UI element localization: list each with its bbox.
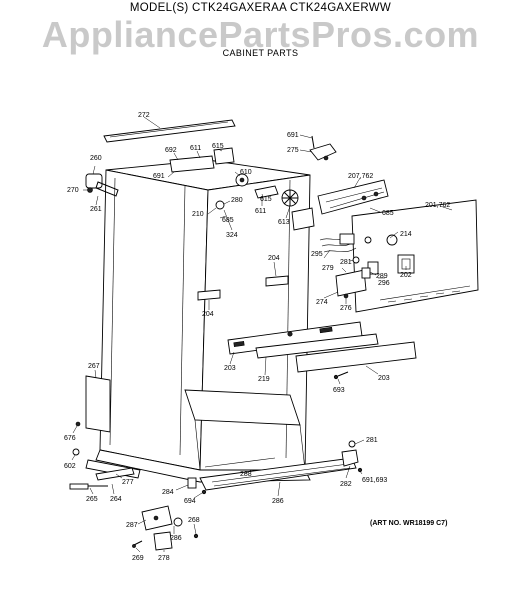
- label-267: 267: [88, 363, 100, 370]
- side-panel-267: [85, 375, 111, 433]
- label-207-762: 207,762: [348, 173, 373, 180]
- grille-assembly: [187, 457, 357, 495]
- label-202: 202: [400, 272, 412, 279]
- screw-693: [337, 371, 349, 377]
- label-693: 693: [333, 387, 345, 394]
- label-295: 295: [311, 251, 323, 258]
- label-265: 265: [86, 496, 98, 503]
- label-270: 270: [67, 187, 79, 194]
- label-694: 694: [184, 498, 196, 505]
- bottom-hinge-left: [132, 505, 199, 551]
- callout-labels: 272 260 270 261 692 611 615 691 610 280 …: [64, 112, 450, 562]
- label-288: 288: [240, 471, 252, 478]
- label-286: 286: [272, 498, 284, 505]
- label-203-b: 203: [378, 375, 390, 382]
- label-219: 219: [258, 376, 270, 383]
- label-691-693: 691,693: [362, 477, 387, 484]
- label-615-b: 615: [260, 196, 272, 203]
- watermark: AppliancePartsPros.com: [41, 14, 480, 55]
- grille-286: [199, 457, 357, 491]
- bracket-284: [187, 477, 197, 489]
- label-214: 214: [400, 231, 412, 238]
- label-685-b: 685: [382, 210, 394, 217]
- label-264: 264: [110, 496, 122, 503]
- label-676: 676: [64, 435, 76, 442]
- bottom-hinge-right: [341, 440, 363, 473]
- screw-676: [75, 421, 81, 427]
- cabinet-body: [85, 159, 311, 483]
- label-210: 210: [192, 211, 204, 218]
- wire-harness: [319, 233, 357, 253]
- label-324: 324: [226, 232, 238, 239]
- label-691: 691: [153, 173, 165, 180]
- damper-parts: [169, 147, 279, 210]
- model-title: MODEL(S) CTK24GAXERAA CTK24GAXERWW: [129, 2, 392, 14]
- label-289: 289: [376, 273, 388, 280]
- leader-lines: [71, 116, 453, 553]
- mullion-assembly: [227, 321, 417, 373]
- label-284: 284: [162, 489, 174, 496]
- label-615: 615: [212, 143, 224, 150]
- bottom-tray: [184, 389, 301, 426]
- label-611: 611: [190, 145, 201, 152]
- label-204: 204: [268, 255, 280, 262]
- small-brackets: [335, 256, 371, 299]
- label-269: 269: [132, 555, 144, 562]
- section-title: CABINET PARTS: [222, 48, 299, 58]
- label-685: 685: [222, 217, 234, 224]
- label-611-b: 611: [255, 208, 266, 215]
- label-287: 287: [126, 522, 138, 529]
- bracket-275: [309, 135, 337, 161]
- label-274: 274: [316, 299, 328, 306]
- label-282: 282: [340, 481, 352, 488]
- label-268: 268: [188, 517, 200, 524]
- mullion-mid: [255, 333, 379, 359]
- art-number: (ART NO. WR18199 C7): [370, 520, 448, 527]
- mullion-lower: [295, 341, 417, 373]
- top-hinge-assembly: [85, 173, 119, 197]
- control-panel-plate: [351, 199, 479, 313]
- fan-assembly: [281, 189, 315, 231]
- label-613: 613: [278, 219, 290, 226]
- label-286-b: 286: [170, 535, 182, 542]
- label-261: 261: [90, 206, 102, 213]
- label-281: 281: [340, 259, 352, 266]
- label-272: 272: [138, 112, 150, 119]
- label-281-b: 281: [366, 437, 378, 444]
- label-610: 610: [240, 169, 252, 176]
- label-280: 280: [231, 197, 243, 204]
- label-602: 602: [64, 463, 76, 470]
- label-278: 278: [158, 555, 170, 562]
- label-260: 260: [90, 155, 102, 162]
- label-203: 203: [224, 365, 236, 372]
- control-panel: [351, 199, 479, 313]
- label-276: 276: [340, 305, 352, 312]
- top-trim-strip: [103, 119, 236, 143]
- label-691-b: 691: [287, 132, 299, 139]
- clip-602: [72, 448, 80, 456]
- label-277: 277: [122, 479, 134, 486]
- label-296: 296: [378, 280, 390, 287]
- label-279: 279: [322, 265, 334, 272]
- label-204-b: 204: [202, 311, 214, 318]
- leveler-assembly: [69, 467, 135, 490]
- channels-204: [197, 275, 289, 301]
- label-201-762: 201,762: [425, 202, 450, 209]
- label-275: 275: [287, 147, 299, 154]
- duct-rail: [317, 179, 389, 215]
- label-692: 692: [165, 147, 177, 154]
